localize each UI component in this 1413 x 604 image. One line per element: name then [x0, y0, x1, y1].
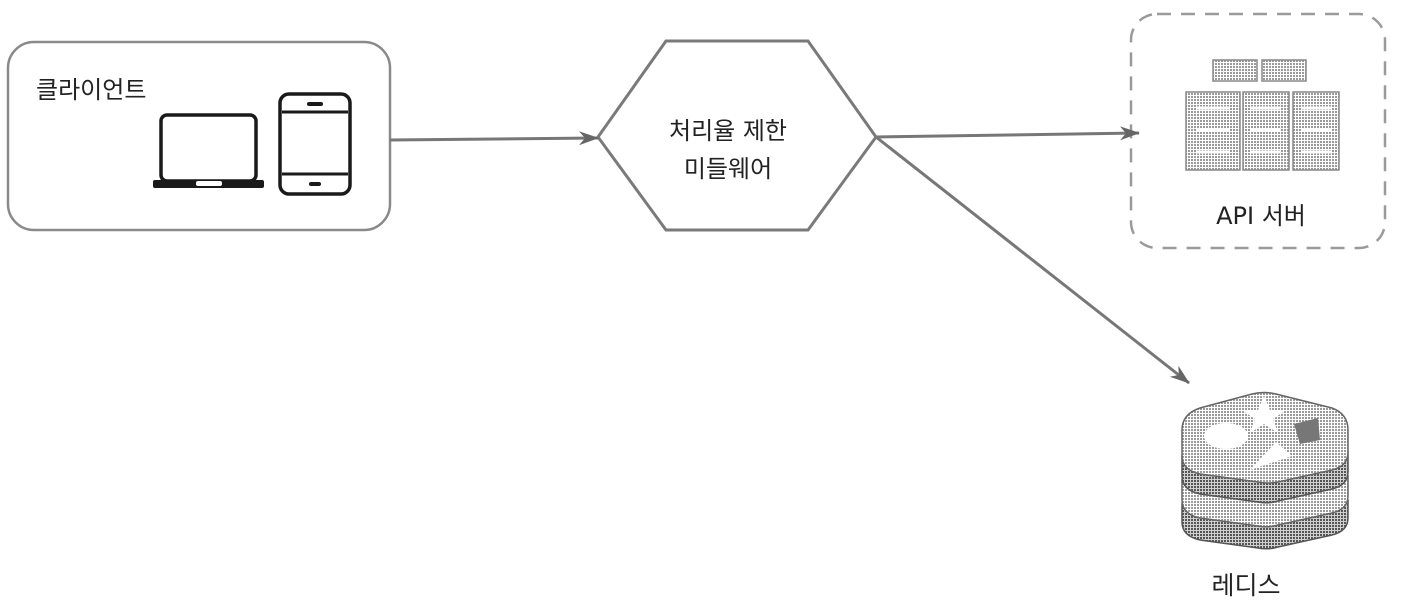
smartphone-icon [278, 92, 352, 196]
server-rack-icon [1185, 59, 1340, 171]
api-server-label: API 서버 [1216, 202, 1306, 230]
edge-middleware-redis [875, 135, 1190, 385]
edge-client-middleware [389, 131, 599, 146]
laptop-icon [153, 113, 264, 188]
edge-middleware-api [875, 126, 1140, 141]
middleware-label: 처리율 제한 미들웨어 [620, 112, 836, 188]
redis-label: 레디스 [1211, 571, 1281, 600]
api-server-node [1129, 12, 1387, 250]
middleware-label-line1: 처리율 제한 [668, 117, 788, 145]
redis-logo-icon [1181, 391, 1349, 550]
middleware-label-line2: 미들웨어 [683, 155, 773, 183]
client-node [6, 40, 392, 232]
client-label: 클라이언트 [36, 76, 147, 104]
